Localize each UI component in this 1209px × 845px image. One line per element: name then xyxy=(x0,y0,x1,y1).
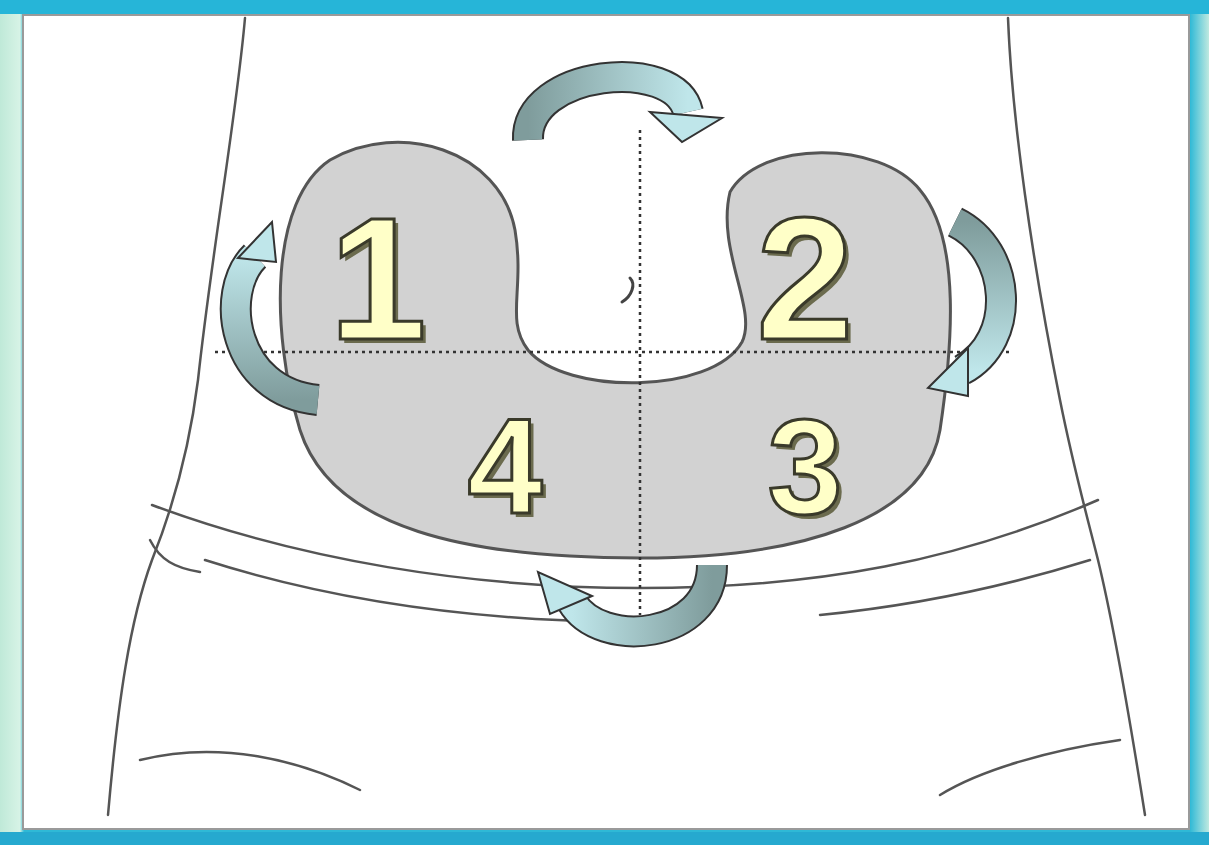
rotation-arrows xyxy=(236,77,1001,631)
injection-region xyxy=(280,142,950,558)
callout-number: 2 xyxy=(756,191,853,366)
navel xyxy=(622,278,633,302)
callout-number: 1 xyxy=(329,191,426,366)
body-outline xyxy=(108,18,1145,815)
bottom-bar xyxy=(0,832,1209,845)
top-bar xyxy=(0,0,1209,14)
callout-number: 3 xyxy=(767,399,842,534)
callout-number: 4 xyxy=(467,399,542,534)
quadrant-lines xyxy=(215,130,1010,615)
